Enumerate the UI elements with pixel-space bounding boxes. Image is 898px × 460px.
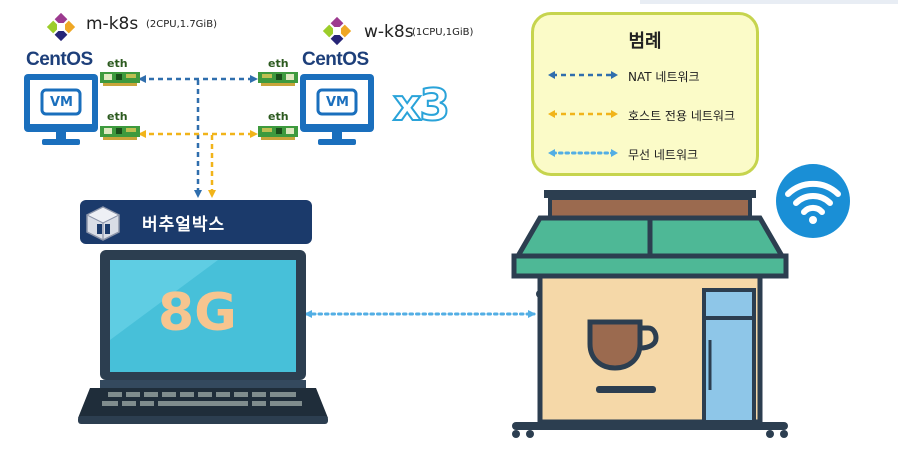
master-node-name: m-k8s — [86, 14, 139, 34]
virtualbox-label: 버추얼박스 — [142, 215, 226, 235]
legend-nat-line — [548, 71, 618, 79]
coffee-cup-icon — [587, 319, 659, 371]
master-node-spec: (2CPU,1.7GiB) — [146, 19, 217, 30]
legend-wireless-label: 무선 네트워크 — [628, 148, 699, 162]
vm-monitor-icon — [300, 74, 374, 145]
master-centos-logo: CentOS — [26, 49, 93, 70]
worker-eth-bottom-label: eth — [268, 110, 289, 123]
network-card-icon — [100, 72, 140, 86]
legend-nat-label: NAT 네트워크 — [628, 70, 700, 84]
master-eth-top-label: eth — [107, 57, 128, 70]
legend-wireless-line — [548, 149, 618, 157]
network-card-icon — [100, 126, 140, 140]
virtualbox-icon — [85, 206, 121, 241]
worker-centos-logo: CentOS — [302, 49, 369, 70]
legend-title: 범례 — [628, 31, 662, 52]
master-eth-bottom-label: eth — [107, 110, 128, 123]
worker-vm-label: VM — [326, 95, 349, 110]
worker-multiplier: x3 — [392, 79, 451, 132]
legend-box: 범례 NAT 네트워크 호스트 전용 네트워크 무선 네트워크 — [531, 12, 759, 176]
master-vm-label: VM — [50, 95, 73, 110]
legend-hostonly-line — [548, 110, 618, 118]
centos-logo-icon — [322, 16, 352, 46]
centos-logo-icon — [46, 12, 76, 42]
laptop-ram-label: 8G — [158, 283, 237, 343]
cafe-icon — [511, 190, 789, 438]
worker-eth-top-label: eth — [268, 57, 289, 70]
laptop-icon — [78, 250, 328, 424]
legend-hostonly-label: 호스트 전용 네트워크 — [628, 109, 735, 123]
wifi-icon — [776, 164, 850, 238]
vm-monitor-icon — [24, 74, 98, 145]
network-card-icon — [258, 126, 298, 140]
network-card-icon — [258, 72, 298, 86]
header-bar — [640, 0, 898, 4]
worker-node-name: w-k8s — [364, 22, 414, 42]
worker-node-spec: (1CPU,1GiB) — [412, 27, 474, 38]
